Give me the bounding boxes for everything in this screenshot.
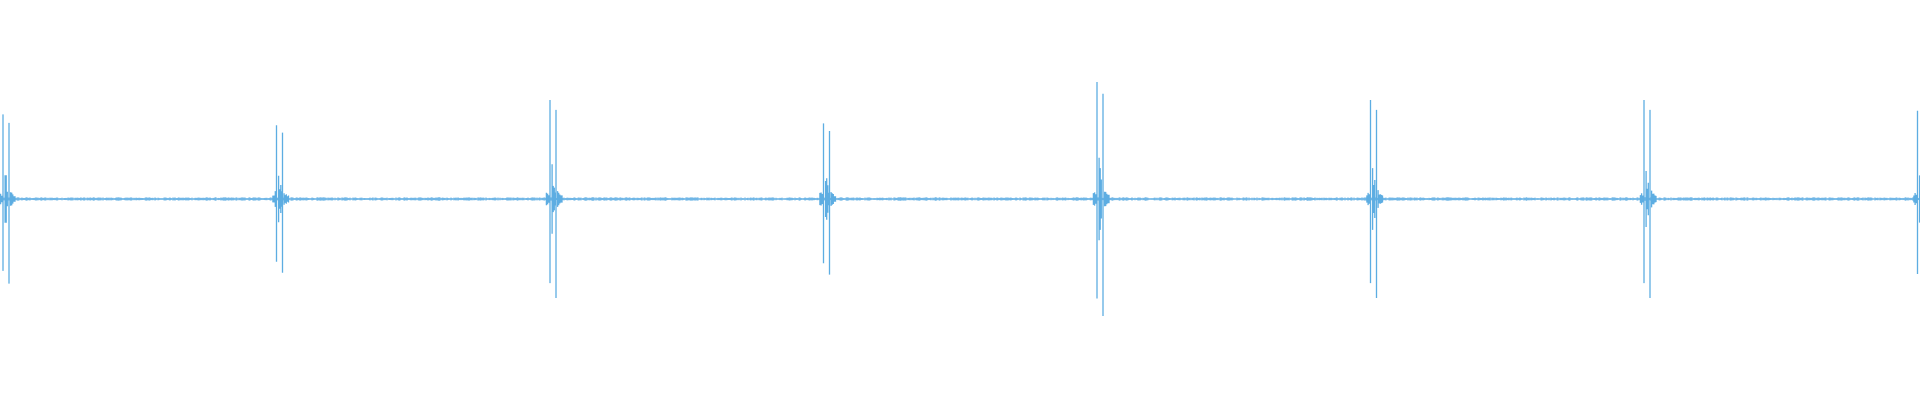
waveform-burst-3 [545, 100, 563, 298]
waveform-burst-5-spikes [1092, 82, 1110, 316]
waveform-burst-1 [0, 114, 16, 284]
waveform-burst-7 [1639, 100, 1657, 298]
waveform-burst-4-spikes [819, 123, 837, 275]
waveform-bursts-group [0, 82, 1920, 316]
waveform-burst-6 [1366, 100, 1384, 298]
waveform-burst-1-spikes [0, 114, 16, 284]
waveform-burst-7-spikes [1639, 100, 1657, 298]
waveform-burst-8 [1913, 110, 1920, 274]
waveform-burst-2-spikes [272, 125, 290, 273]
waveform-burst-6-spikes [1366, 100, 1384, 298]
waveform-noise-group [0, 197, 1920, 201]
waveform-noise [0, 197, 1920, 201]
waveform-burst-4 [819, 123, 837, 275]
waveform-burst-3-spikes [545, 100, 563, 298]
waveform-burst-2 [272, 125, 290, 273]
waveform-burst-5 [1092, 82, 1110, 316]
waveform-burst-8-spikes [1913, 110, 1920, 274]
